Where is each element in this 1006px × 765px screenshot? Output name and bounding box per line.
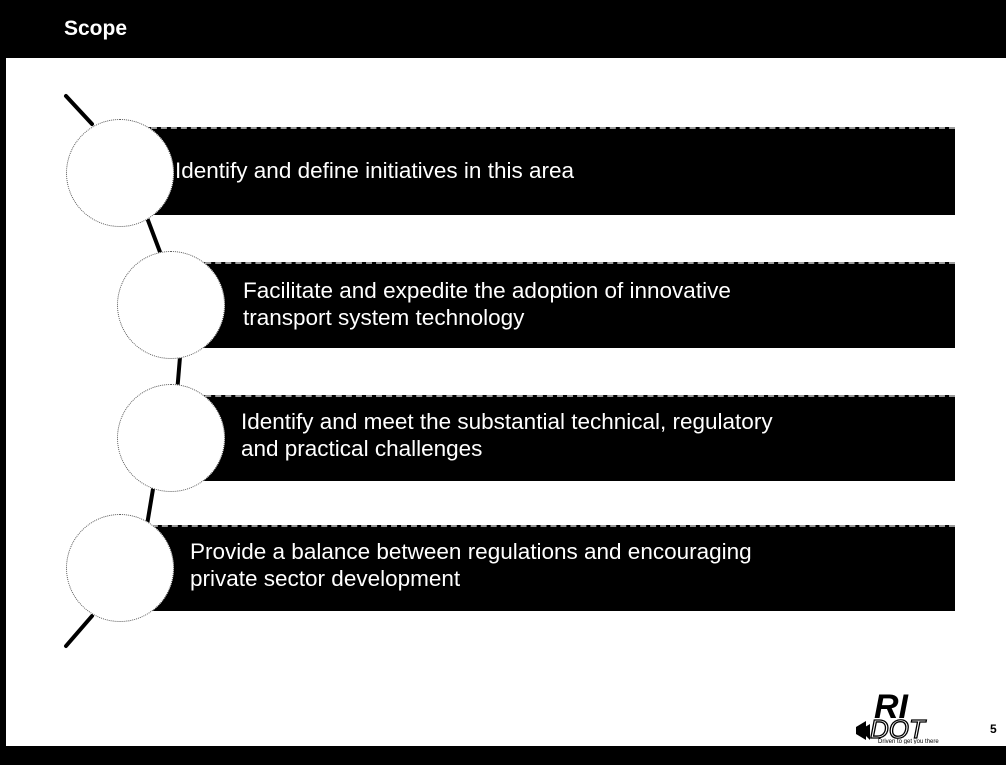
footer-bar — [0, 746, 1006, 765]
scope-item-bar-3: Identify and meet the substantial techni… — [175, 395, 955, 481]
svg-text:RI: RI — [874, 688, 910, 726]
bullet-circle-3 — [117, 384, 225, 492]
scope-item-bar-4: Provide a balance between regulations an… — [122, 525, 955, 611]
left-border — [0, 58, 6, 746]
scope-item-bar-1: Identify and define initiatives in this … — [121, 127, 955, 215]
bullet-circle-4 — [66, 514, 174, 622]
header-bar: Scope — [0, 0, 1006, 58]
svg-text:DOT: DOT — [870, 714, 927, 744]
bullet-circle-1 — [66, 119, 174, 227]
slide-title: Scope — [64, 17, 128, 40]
svg-text:Driven to get you there: Driven to get you there — [878, 739, 939, 744]
bullet-circle-2 — [117, 251, 225, 359]
ridot-logo: RI DOT Driven to get you there — [856, 688, 939, 744]
page-number: 5 — [990, 722, 997, 736]
scope-item-text-1: Identify and define initiatives in this … — [175, 158, 574, 183]
scope-item-text-4: Provide a balance between regulations an… — [190, 539, 752, 591]
scope-item-text-3: Identify and meet the substantial techni… — [241, 409, 773, 461]
scope-item-text-2: Facilitate and expedite the adoption of … — [243, 278, 731, 330]
scope-item-bar-2: Facilitate and expedite the adoption of … — [175, 262, 955, 348]
